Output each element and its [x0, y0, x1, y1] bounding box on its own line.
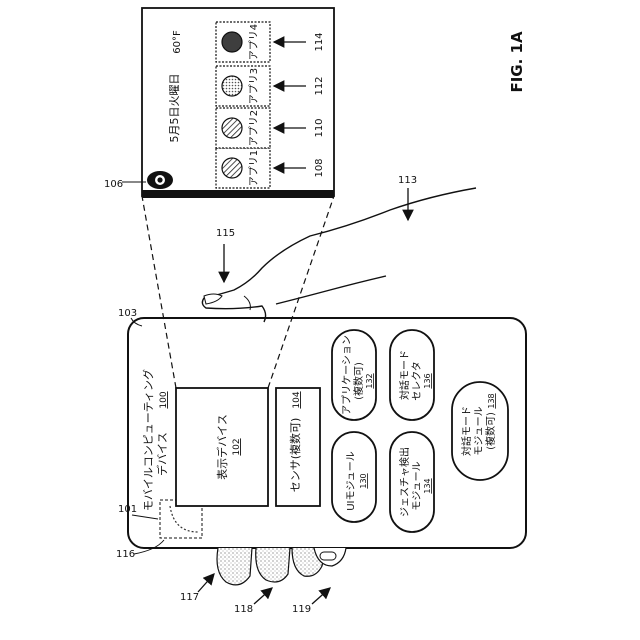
- screen-date: 5月5日火曜日: [168, 74, 181, 143]
- figure-label: FIG. 1A: [508, 31, 526, 92]
- applications-line1: アプリケーション: [341, 335, 353, 415]
- app-tile-3[interactable]: アプリ3: [216, 66, 270, 106]
- ref-119: 119: [292, 604, 311, 615]
- app-tile-1[interactable]: アプリ1: [216, 148, 270, 188]
- ref-110: 110: [314, 118, 325, 137]
- ref-112: 112: [314, 76, 325, 95]
- gesture-ref: 134: [423, 478, 432, 493]
- selector-line1: 対話モード: [398, 350, 411, 400]
- ref-118: 118: [234, 604, 253, 615]
- device-title-line2: デバイス: [155, 432, 169, 476]
- interaction-line3: (複数可): [484, 412, 497, 450]
- ref-116-camera: 116: [116, 549, 135, 560]
- app-1-icon: [222, 158, 242, 178]
- app-2-label: アプリ2: [248, 110, 260, 146]
- applications-ref: 132: [365, 373, 374, 388]
- holding-finger-2: [256, 548, 290, 582]
- ui-module-ref: 130: [359, 473, 368, 488]
- app-3-icon: [222, 76, 242, 96]
- ref-108: 108: [314, 158, 325, 177]
- ref-106: 106: [104, 179, 123, 190]
- app-4-label: アプリ4: [248, 24, 260, 60]
- display-device-ref: 102: [232, 438, 242, 455]
- interaction-line2: モジュール: [474, 406, 485, 455]
- gesturing-hand: [202, 188, 476, 322]
- app-4-icon: [222, 32, 242, 52]
- selector-line2: セレクタ: [411, 361, 423, 401]
- display-device-label: 表示デバイス: [215, 414, 229, 480]
- interaction-line1: 対話モード: [460, 406, 473, 456]
- screen-bottom-bar: [142, 190, 334, 198]
- ref-115: 115: [216, 228, 235, 239]
- thumb-nail: [204, 294, 222, 304]
- ref-117: 117: [180, 592, 199, 603]
- gesture-line2: モジュール: [412, 461, 423, 510]
- ref-114: 114: [314, 32, 325, 51]
- app-1-label: アプリ1: [248, 150, 260, 186]
- holding-finger-1: [217, 548, 252, 585]
- sensor-label: センサ(複数可): [288, 418, 302, 493]
- gesture-line1: ジェスチャ検出: [398, 447, 411, 517]
- ref-101: 101: [118, 504, 137, 515]
- device-title-ref: 100: [159, 391, 169, 408]
- selector-ref: 136: [423, 373, 432, 388]
- fingernail: [320, 552, 336, 560]
- app-2-icon: [222, 118, 242, 138]
- interaction-ref: 138: [487, 393, 496, 408]
- applications-line2: (複数可): [352, 362, 365, 400]
- screen-temperature: 60°F: [172, 30, 183, 54]
- sensor-ref: 104: [292, 391, 302, 408]
- app-3-label: アプリ3: [248, 68, 260, 104]
- device-title-line1: モバイルコンピューティング: [141, 369, 155, 511]
- app-tile-4[interactable]: アプリ4: [216, 22, 270, 62]
- ui-module-label: UIモジュール: [346, 451, 357, 511]
- ref-103: 103: [118, 308, 137, 319]
- ref-113: 113: [398, 175, 417, 186]
- app-tile-2[interactable]: アプリ2: [216, 108, 270, 148]
